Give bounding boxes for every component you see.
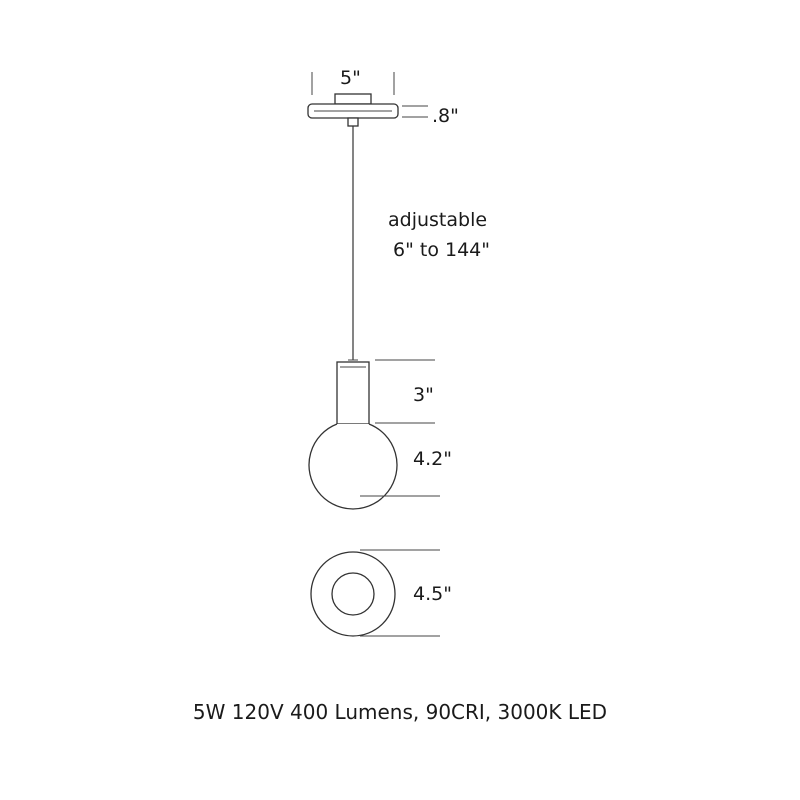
pendant-neck	[336, 359, 370, 425]
pendant-bottom-view	[310, 551, 396, 637]
cord-length-label-line1: adjustable	[388, 209, 487, 231]
canopy	[307, 93, 399, 127]
canopy-width-label: 5"	[340, 67, 361, 89]
spec-line: 5W 120V 400 Lumens, 90CRI, 3000K LED	[193, 700, 607, 724]
neck-height-label: 3"	[413, 384, 434, 406]
canopy-height-label: .8"	[432, 105, 459, 127]
globe-height-label: 4.2"	[413, 448, 452, 470]
canopy-height-dimension: .8"	[402, 105, 459, 127]
neck-height-dimension: 3"	[375, 359, 435, 424]
cord-length-label-line2: 6" to 144"	[393, 239, 490, 261]
pendant-globe	[308, 423, 398, 510]
canopy-width-dimension: 5"	[311, 67, 395, 95]
globe-height-dimension: 4.2"	[360, 448, 452, 497]
globe-diameter-dimension: 4.5"	[360, 549, 452, 637]
globe-diameter-label: 4.5"	[413, 583, 452, 605]
